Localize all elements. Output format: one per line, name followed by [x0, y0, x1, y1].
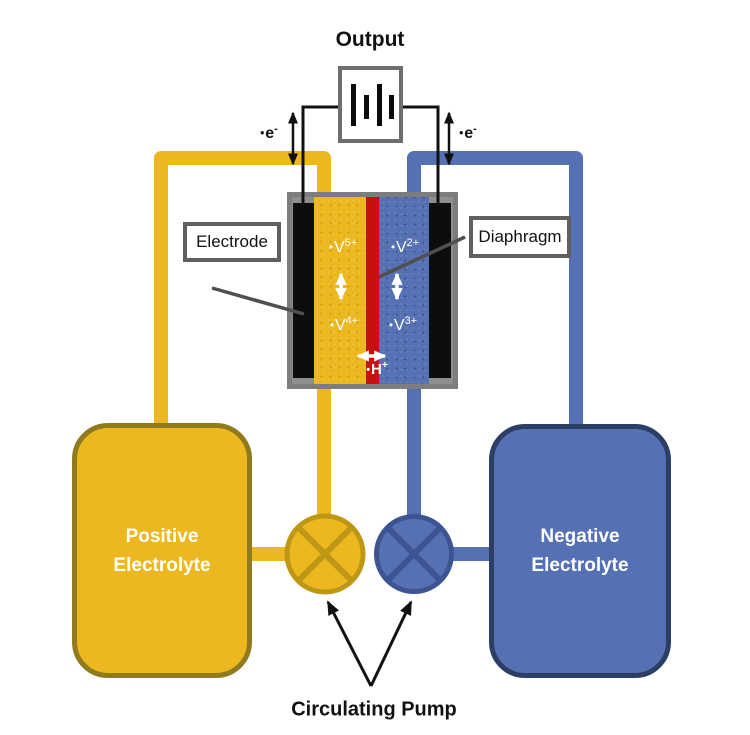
bullet: • [260, 127, 265, 140]
ion-label-v3: •V3+ [389, 315, 417, 335]
pump-x-icon [385, 525, 443, 583]
circulating-pump-label: Circulating Pump [291, 698, 457, 721]
ion-label-h-plus: •H+ [366, 360, 388, 378]
negative-pump [374, 514, 454, 594]
electrode-callout-label: Electrode [196, 232, 268, 251]
ion-charge: 5+ [344, 236, 358, 249]
electron-label-right: •e- [459, 123, 477, 143]
positive-tank-label-line2: Electrolyte [113, 554, 211, 576]
positive-half-cell [314, 197, 366, 384]
bullet: • [328, 241, 333, 254]
ion-label-v4: •V4+ [330, 315, 358, 335]
negative-half-cell [379, 197, 429, 384]
ion-charge: 2+ [406, 236, 420, 249]
electron-symbol: e [265, 125, 275, 143]
bullet: • [390, 241, 395, 254]
positive-tank-label-line1: Positive [125, 525, 199, 547]
ion-symbol: V [393, 317, 405, 335]
ion-charge: 4+ [345, 314, 359, 327]
ion-label-v5: •V5+ [329, 237, 357, 257]
diaphragm-membrane [366, 197, 379, 384]
ion-symbol: V [334, 317, 346, 335]
ion-charge: 3+ [404, 314, 418, 327]
output-label: Output [335, 28, 405, 51]
negative-tank-label-line1: Negative [540, 526, 620, 547]
negative-electrode [429, 203, 451, 378]
positive-electrode [293, 203, 314, 378]
battery-plate-long [351, 84, 356, 126]
negative-tank-label-line2: Electrolyte [531, 555, 629, 576]
bullet: • [329, 319, 334, 332]
ion-label-v2: •V2+ [391, 237, 419, 257]
ion-symbol: H [370, 361, 382, 378]
ion-symbol: V [395, 239, 407, 257]
bullet: • [366, 363, 370, 376]
diaphragm-callout-box: Diaphragm [469, 216, 571, 258]
electron-charge: - [274, 122, 278, 135]
ion-symbol: V [333, 239, 345, 257]
pump-x-icon [296, 525, 354, 583]
electron-symbol: e [464, 125, 474, 143]
bullet: • [459, 127, 464, 140]
electrode-callout-box: Electrode [183, 222, 281, 262]
battery-icon [338, 66, 403, 143]
battery-plate-short [364, 95, 369, 119]
electron-charge: - [473, 122, 477, 135]
bullet: • [388, 319, 393, 332]
negative-electrolyte-tank: Negative Electrolyte [489, 424, 671, 678]
battery-plate-long [377, 84, 382, 126]
positive-electrolyte-tank: Positive Electrolyte [72, 423, 252, 678]
positive-pump [284, 513, 366, 595]
diaphragm-callout-label: Diaphragm [478, 227, 562, 246]
electron-label-left: •e- [260, 123, 278, 143]
ion-charge: + [381, 360, 388, 371]
battery-plate-short [389, 95, 394, 119]
